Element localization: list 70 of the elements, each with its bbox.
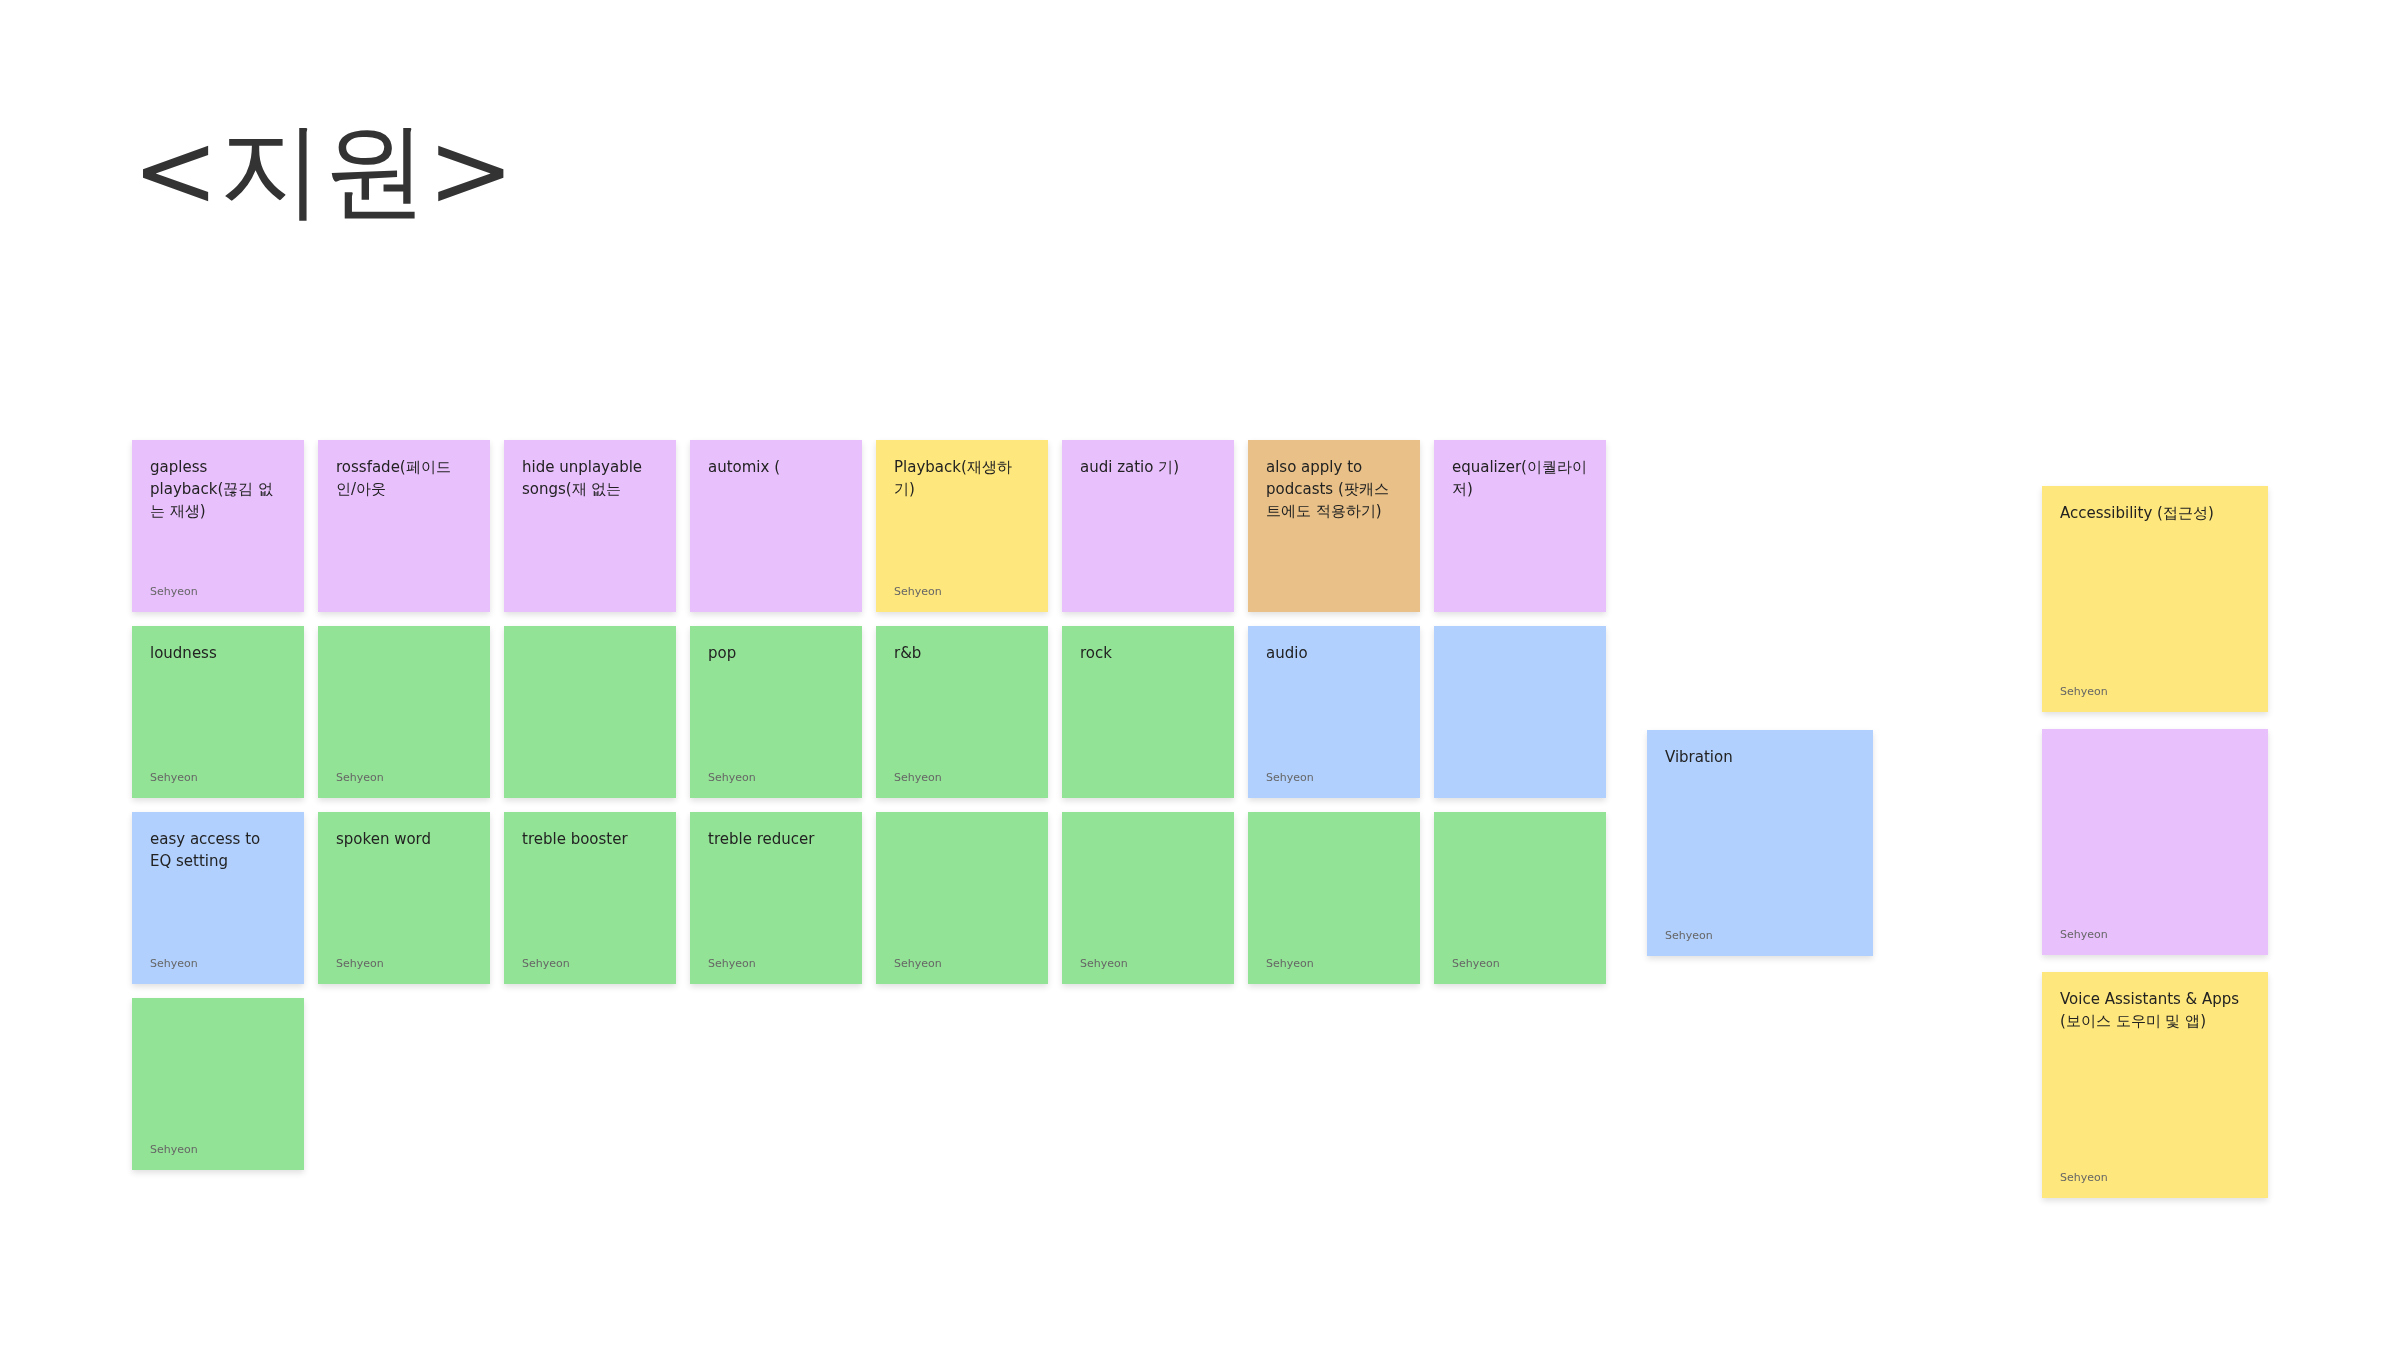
note-text: Vibration	[1665, 747, 1734, 768]
note-text: automix (	[708, 457, 782, 478]
author-name: Sehyeon	[150, 957, 198, 970]
author-name: Sehyeon	[336, 771, 384, 784]
sticky-note	[132, 812, 304, 984]
note-text: also apply to podcasts (팟캐스트에도 적용하기)	[1266, 457, 1390, 522]
author-name: Sehyeon	[522, 957, 570, 970]
author-name: Sehyeon	[894, 585, 942, 598]
note-text: spoken word	[336, 829, 433, 850]
sticky-note	[132, 440, 304, 612]
sticky-note	[2042, 486, 2268, 712]
author-name: Sehyeon	[336, 957, 384, 970]
sticky-note	[504, 440, 676, 612]
author-name: Sehyeon	[1266, 957, 1314, 970]
note-text: Accessibility (접근성)	[2060, 503, 2215, 524]
note-text: pop	[708, 643, 738, 664]
author-name: Sehyeon	[1452, 957, 1500, 970]
author-name: Sehyeon	[894, 771, 942, 784]
author-name: Sehyeon	[2060, 1171, 2108, 1184]
note-text: easy access to EQ setting	[150, 829, 262, 872]
author-name: Sehyeon	[1080, 957, 1128, 970]
sticky-note	[1062, 626, 1234, 798]
sticky-note	[318, 440, 490, 612]
sticky-note	[132, 998, 304, 1170]
sticky-note	[1248, 812, 1420, 984]
sticky-note	[1062, 440, 1234, 612]
sticky-note	[1062, 812, 1234, 984]
sticky-note	[876, 440, 1048, 612]
author-name: Sehyeon	[2060, 685, 2108, 698]
sticky-note	[504, 812, 676, 984]
sticky-note	[318, 812, 490, 984]
note-text: rossfade(페이드 인/아웃	[336, 457, 452, 500]
sticky-note	[1434, 440, 1606, 612]
sticky-note	[690, 440, 862, 612]
author-name: Sehyeon	[150, 585, 198, 598]
sticky-note	[1248, 440, 1420, 612]
sticky-note	[690, 812, 862, 984]
note-text: loudness	[150, 643, 218, 664]
sticky-note	[504, 626, 676, 798]
sticky-note	[1248, 626, 1420, 798]
author-name: Sehyeon	[708, 957, 756, 970]
sticky-note	[876, 626, 1048, 798]
note-text: treble booster	[522, 829, 629, 850]
sticky-note	[2042, 972, 2268, 1198]
sticky-note	[876, 812, 1048, 984]
author-name: Sehyeon	[708, 771, 756, 784]
sticky-note	[1434, 812, 1606, 984]
note-text: Voice Assistants & Apps (보이스 도우미 및 앱)	[2060, 989, 2241, 1032]
sticky-note	[2042, 729, 2268, 955]
author-name: Sehyeon	[2060, 928, 2108, 941]
author-name: Sehyeon	[150, 1143, 198, 1156]
author-name: Sehyeon	[1266, 771, 1314, 784]
author-name: Sehyeon	[150, 771, 198, 784]
page-title: <지원>	[132, 118, 515, 222]
note-text: audi zatio 기)	[1080, 457, 1181, 478]
note-text: treble reducer	[708, 829, 816, 850]
sticky-note	[132, 626, 304, 798]
author-name: Sehyeon	[894, 957, 942, 970]
note-text: hide unplayable songs(재 없는	[522, 457, 644, 500]
sticky-note	[1647, 730, 1873, 956]
note-text: Playback(재생하기)	[894, 457, 1013, 500]
note-text: equalizer(이퀄라이저)	[1452, 457, 1588, 500]
author-name: Sehyeon	[1665, 929, 1713, 942]
note-text: r&b	[894, 643, 923, 664]
sticky-note	[690, 626, 862, 798]
note-text: gapless playback(끊김 없는 재생)	[150, 457, 275, 522]
sticky-note	[1434, 626, 1606, 798]
sticky-note	[318, 626, 490, 798]
note-text: rock	[1080, 643, 1113, 664]
note-text: audio	[1266, 643, 1309, 664]
